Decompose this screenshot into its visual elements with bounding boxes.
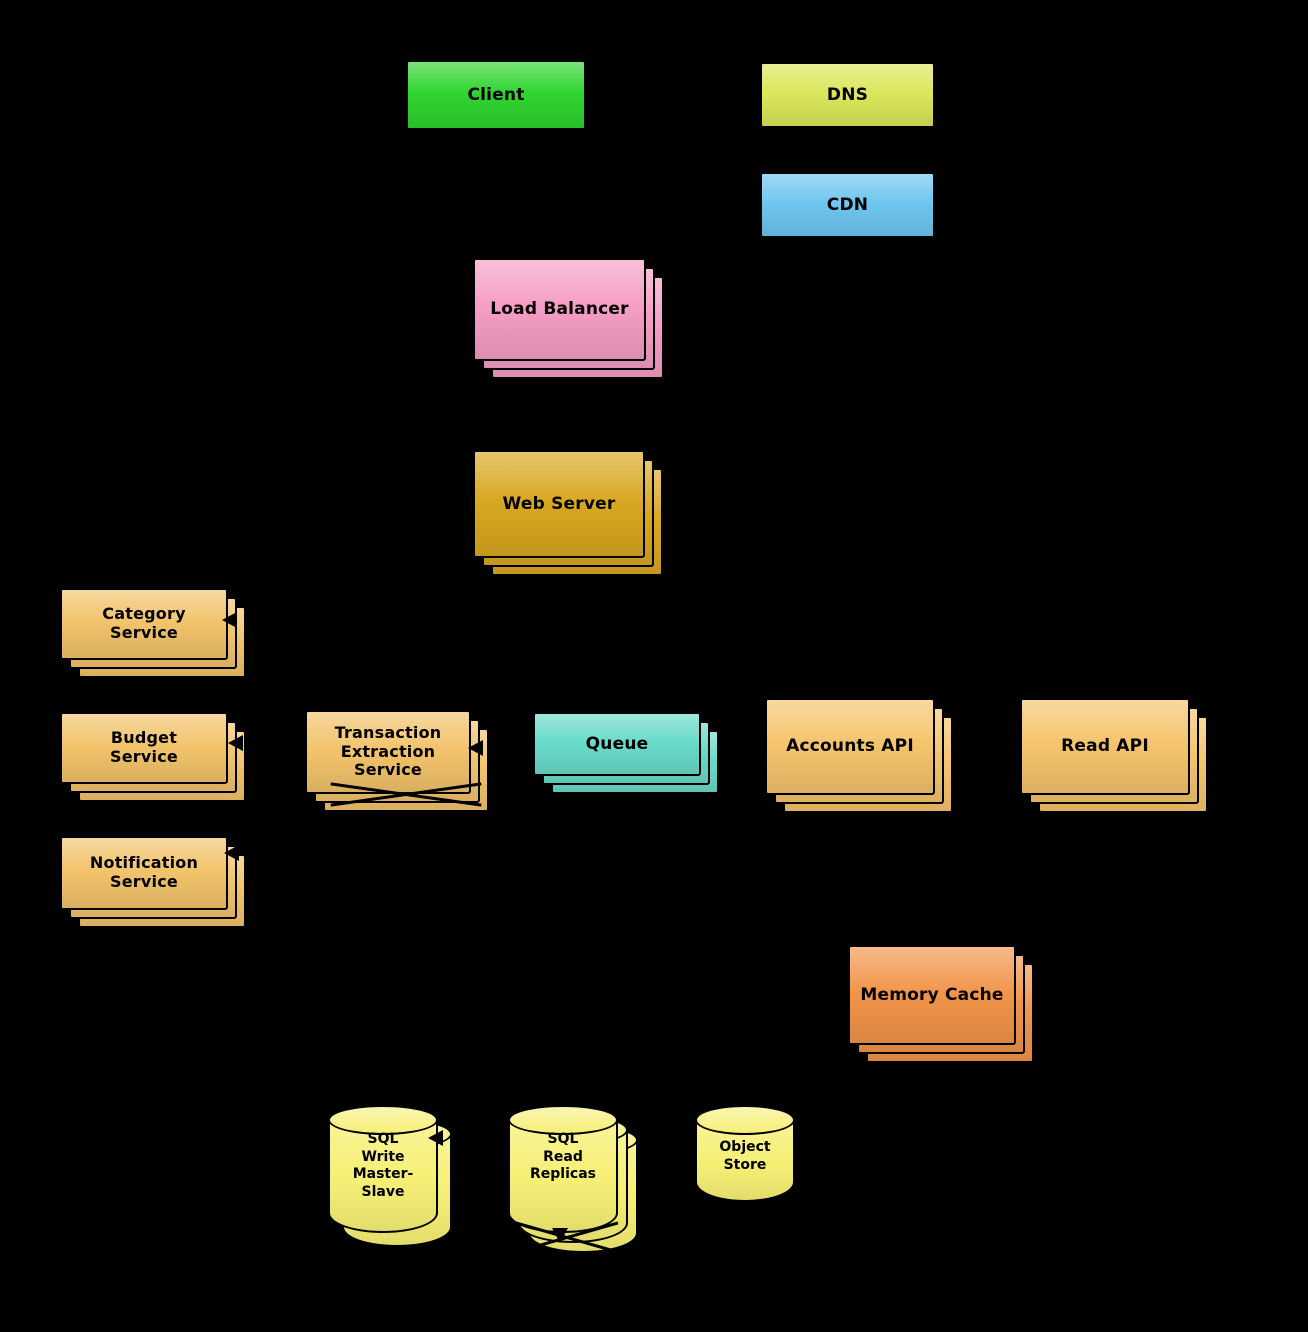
- node-label: Category Service: [102, 604, 186, 642]
- node-load-balancer: Load Balancer: [473, 258, 664, 379]
- node-dns: DNS: [760, 62, 935, 128]
- node-label: Notification Service: [89, 853, 199, 891]
- node-label: SQL Write Master- Slave: [352, 1131, 414, 1200]
- cylinder-body: [328, 1119, 438, 1233]
- node-face: Queue: [533, 712, 701, 776]
- node-face: SQL Write Master- Slave: [328, 1105, 438, 1233]
- node-label: Web Server: [502, 493, 616, 514]
- node-face: Web Server: [473, 450, 645, 558]
- connector-arrowhead-icon: [228, 735, 243, 751]
- node-notification-service: Notification Service: [60, 836, 246, 928]
- node-category-service: Category Service: [60, 588, 246, 678]
- node-accounts-api: Accounts API: [765, 698, 953, 813]
- node-memory-cache: Memory Cache: [848, 945, 1034, 1063]
- node-face: SQL Read Replicas: [508, 1105, 618, 1233]
- node-label: Budget Service: [110, 728, 178, 766]
- node-face: Accounts API: [765, 698, 935, 795]
- node-transaction-extraction-service: Transaction Extraction Service: [305, 710, 489, 812]
- node-object-store: Object Store: [695, 1105, 795, 1202]
- node-label: Read API: [1061, 736, 1149, 757]
- node-label: SQL Read Replicas: [530, 1131, 596, 1182]
- node-label: Transaction Extraction Service: [334, 722, 442, 780]
- node-face: Memory Cache: [848, 945, 1016, 1045]
- connector-arrowhead-icon: [468, 740, 483, 756]
- node-web-server: Web Server: [473, 450, 663, 576]
- connector-arrowhead-icon: [222, 612, 237, 628]
- cylinder-body: [695, 1119, 795, 1202]
- node-sql-read-replicas: SQL Read Replicas: [508, 1105, 638, 1253]
- node-label: DNS: [826, 84, 869, 105]
- node-face: Notification Service: [60, 836, 228, 910]
- node-face: Load Balancer: [473, 258, 646, 361]
- node-queue: Queue: [533, 712, 719, 794]
- node-face: Client: [406, 60, 586, 130]
- node-label: Accounts API: [786, 736, 914, 757]
- node-face: Transaction Extraction Service: [305, 710, 471, 794]
- node-face: Budget Service: [60, 712, 228, 784]
- connector-arrowhead-icon: [428, 1130, 443, 1146]
- node-sql-write-master-slave: SQL Write Master- Slave SQL Write Master…: [328, 1105, 452, 1247]
- cylinder-body: [508, 1119, 618, 1233]
- node-face: CDN: [760, 172, 935, 238]
- node-budget-service: Budget Service: [60, 712, 246, 802]
- node-label: Load Balancer: [490, 299, 629, 320]
- node-read-api: Read API: [1020, 698, 1208, 813]
- node-face: DNS: [760, 62, 935, 128]
- node-label: Client: [467, 84, 525, 105]
- cylinder-top: [695, 1105, 795, 1135]
- node-label: CDN: [826, 194, 869, 215]
- node-face: Read API: [1020, 698, 1190, 795]
- node-face: Object Store: [695, 1105, 795, 1202]
- cylinder-top: [328, 1105, 438, 1135]
- node-label: Queue: [585, 733, 649, 754]
- node-face: Category Service: [60, 588, 228, 660]
- cylinder-top: [508, 1105, 618, 1135]
- node-label: Object Store: [719, 1139, 771, 1173]
- connector-arrowhead-icon: [224, 845, 239, 861]
- node-cdn: CDN: [760, 172, 935, 238]
- node-client: Client: [406, 60, 586, 130]
- node-label: Memory Cache: [860, 984, 1004, 1005]
